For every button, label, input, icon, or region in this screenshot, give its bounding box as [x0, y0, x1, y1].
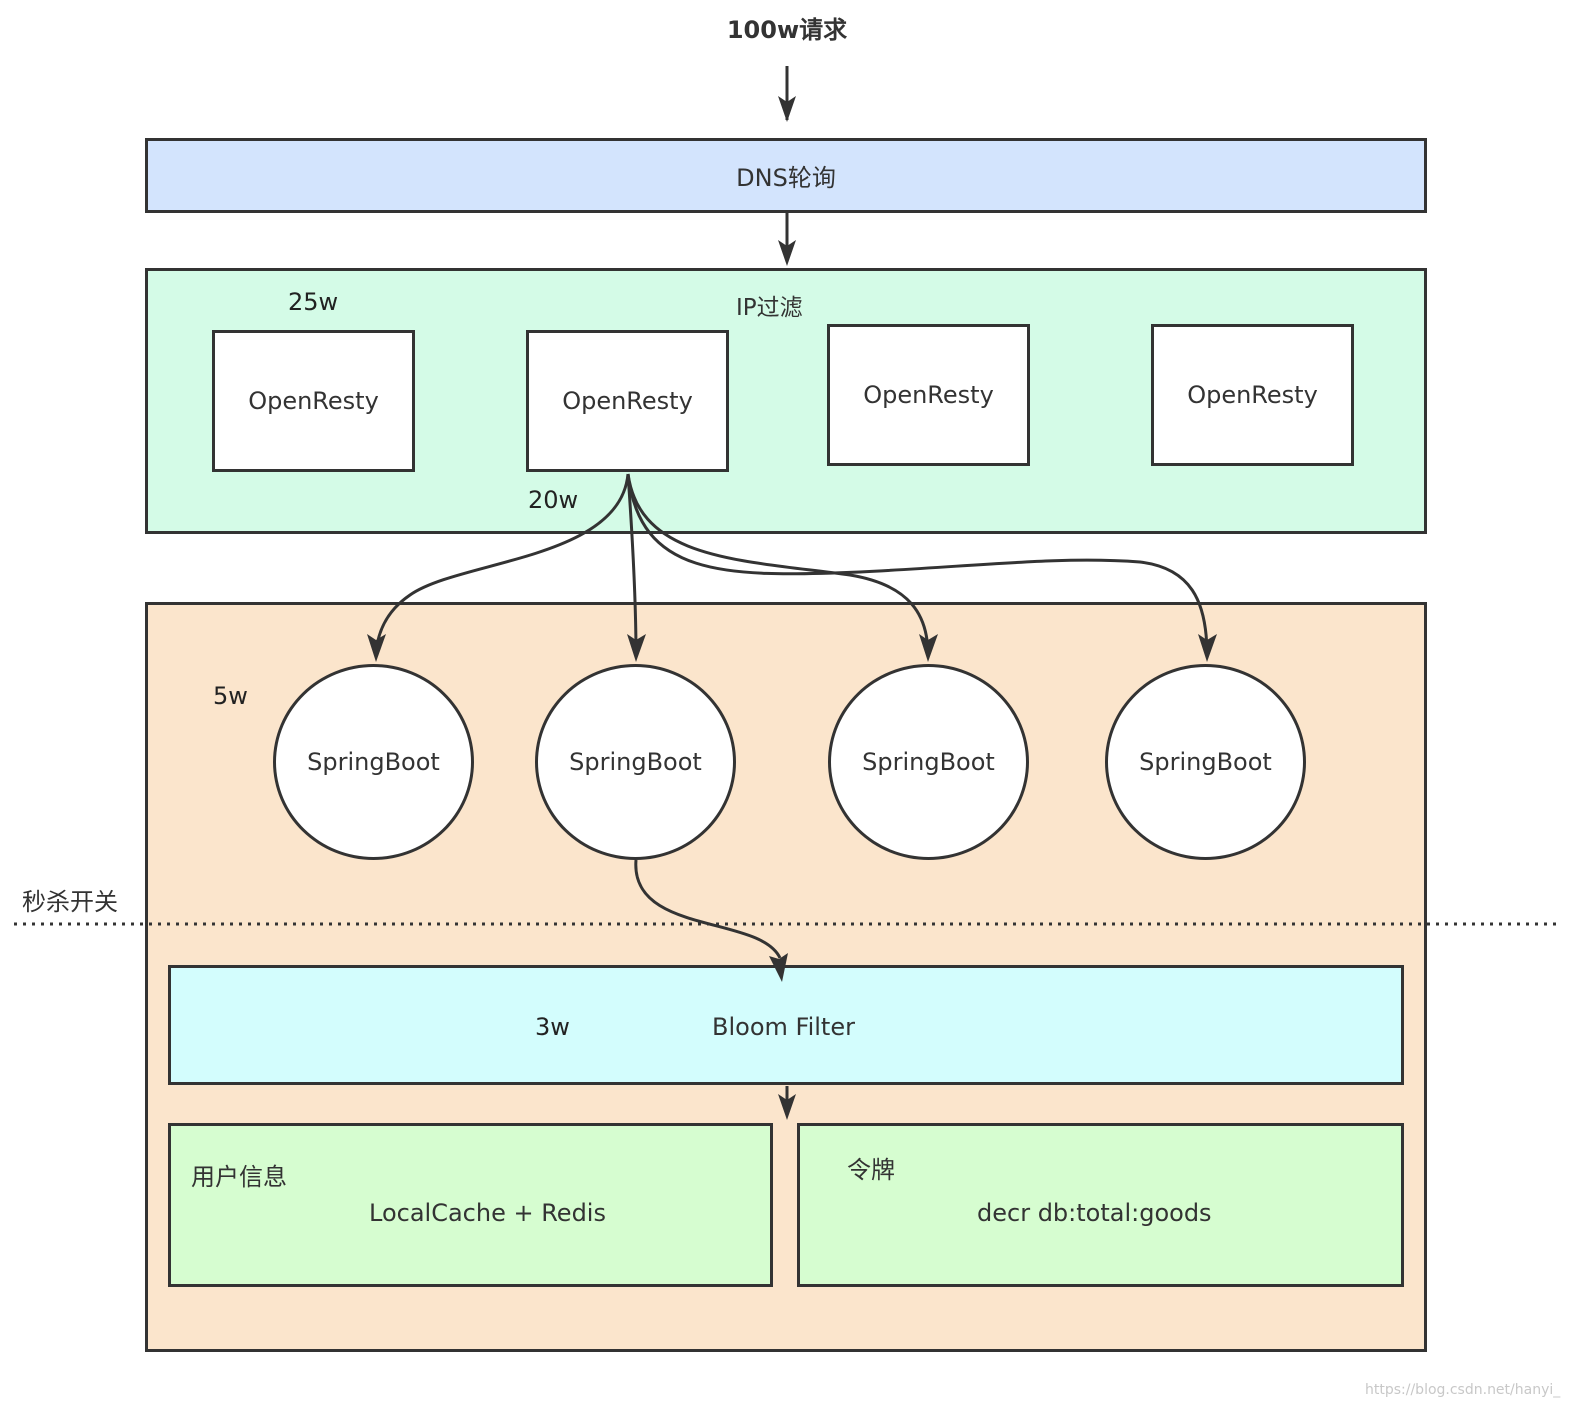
- ip-filter-title: IP过滤: [736, 295, 803, 321]
- bloom-filter-label: Bloom Filter: [712, 1013, 855, 1041]
- springboot-count: 5w: [213, 682, 248, 710]
- arrowhead: [778, 240, 796, 266]
- openresty-count-bottom: 20w: [528, 486, 579, 514]
- bloom-filter-count: 3w: [535, 1013, 570, 1041]
- springboot-node: SpringBoot: [1105, 664, 1306, 860]
- user-info-label: LocalCache + Redis: [369, 1199, 606, 1227]
- openresty-node: OpenResty: [827, 324, 1030, 466]
- openresty-node: OpenResty: [526, 330, 729, 472]
- springboot-node: SpringBoot: [273, 664, 474, 860]
- dns-round-robin-box: DNS轮询: [145, 138, 1427, 213]
- user-info-box: [168, 1123, 773, 1287]
- openresty-node: OpenResty: [1151, 324, 1354, 466]
- seckill-switch-label: 秒杀开关: [22, 888, 118, 916]
- arrowhead: [778, 96, 796, 122]
- token-label: decr db:total:goods: [977, 1199, 1212, 1227]
- user-info-title: 用户信息: [191, 1163, 287, 1191]
- token-box: [797, 1123, 1404, 1287]
- watermark: https://blog.csdn.net/hanyi_: [1365, 1382, 1561, 1398]
- token-title: 令牌: [847, 1156, 895, 1184]
- bloom-filter-box: [168, 965, 1404, 1085]
- dns-label: DNS轮询: [736, 164, 836, 192]
- openresty-count-top: 25w: [288, 288, 339, 316]
- openresty-node: OpenResty: [212, 330, 415, 472]
- request-count-label: 100w请求: [726, 16, 848, 44]
- springboot-node: SpringBoot: [828, 664, 1029, 860]
- springboot-node: SpringBoot: [535, 664, 736, 860]
